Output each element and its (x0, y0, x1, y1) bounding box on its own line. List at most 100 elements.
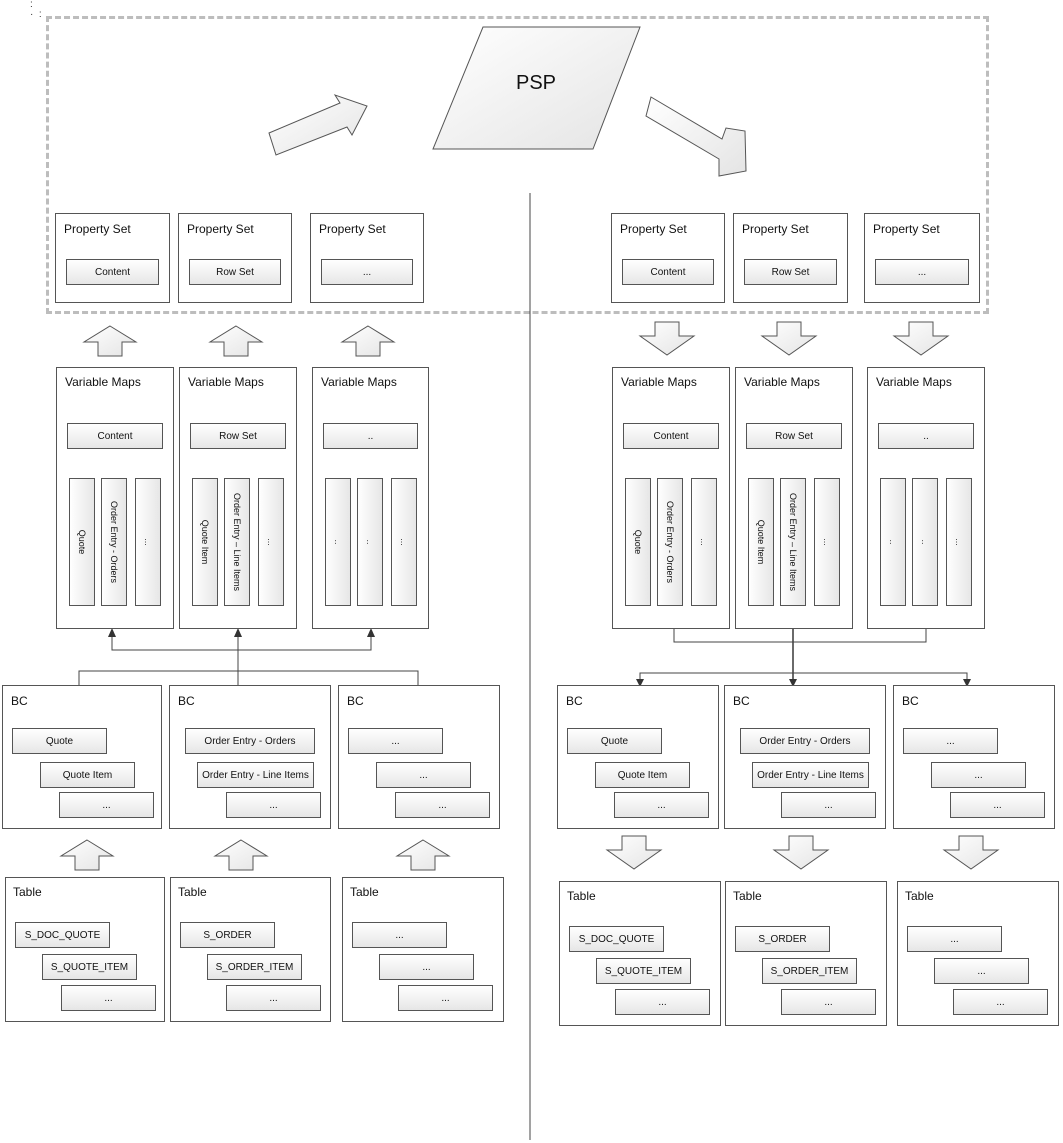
variable-maps-title: Variable Maps (65, 375, 141, 389)
table-title: Table (13, 885, 42, 899)
variable-map-field-label: Order Entry – Line Items (232, 492, 242, 592)
property-set-title: Property Set (873, 222, 940, 236)
arrowhead (636, 679, 644, 687)
table-item: S_ORDER_ITEM (762, 958, 857, 984)
bc-item: ... (903, 728, 998, 754)
variable-map-field-label: Order Entry - Orders (665, 500, 675, 584)
variable-map-field-label: ... (699, 538, 709, 546)
up-arrow-icon (340, 325, 396, 357)
table-title: Table (567, 889, 596, 903)
down-arrow-icon (638, 321, 696, 356)
arrowhead (108, 628, 116, 637)
diagonal-arrow-out-icon (645, 96, 747, 177)
bc-item: ... (348, 728, 443, 754)
bc-distributor-line (639, 672, 968, 680)
bc-item: ... (376, 762, 471, 788)
variable-maps-title: Variable Maps (321, 375, 397, 389)
variable-map-field-label: ... (143, 538, 153, 546)
bc-title: BC (566, 694, 583, 708)
variable-map-header: .. (878, 423, 974, 449)
variable-map-field-label: .. (365, 539, 375, 545)
variable-map-field: ... (691, 478, 717, 606)
vm-distributor-line (111, 634, 372, 651)
bc-item: Order Entry - Line Items (752, 762, 869, 788)
table-item: S_ORDER_ITEM (207, 954, 302, 980)
variable-map-header: Content (67, 423, 163, 449)
bc-title: BC (733, 694, 750, 708)
bc-item: Order Entry - Orders (740, 728, 870, 754)
property-set-item: Row Set (744, 259, 837, 285)
variable-map-header: Row Set (746, 423, 842, 449)
bc-title: BC (178, 694, 195, 708)
variable-map-header: .. (323, 423, 418, 449)
variable-maps-title: Variable Maps (876, 375, 952, 389)
variable-maps-title: Variable Maps (621, 375, 697, 389)
arrowhead (367, 628, 375, 637)
corner-dots: : · : (30, 0, 42, 20)
variable-map-field: Quote Item (192, 478, 218, 606)
table-item: ... (907, 926, 1002, 952)
variable-map-field: .. (912, 478, 938, 606)
bc-item: Quote (12, 728, 107, 754)
variable-map-field: Quote Item (748, 478, 774, 606)
right-property-set-3: Property Set... (864, 213, 980, 303)
variable-map-field-label: Quote Item (756, 519, 766, 565)
bc-item: ... (395, 792, 490, 818)
variable-map-field: Order Entry – Line Items (780, 478, 806, 606)
down-arrow-icon (605, 835, 663, 870)
property-set-title: Property Set (742, 222, 809, 236)
table-item: S_ORDER (735, 926, 830, 952)
variable-map-field: Order Entry – Line Items (224, 478, 250, 606)
variable-map-field-label: .. (888, 539, 898, 545)
table-item: ... (398, 985, 493, 1011)
table-item: S_QUOTE_ITEM (42, 954, 137, 980)
arrowhead (963, 679, 971, 687)
variable-map-field: ... (135, 478, 161, 606)
property-set-title: Property Set (620, 222, 687, 236)
table-title: Table (350, 885, 379, 899)
property-set-item: Content (66, 259, 159, 285)
table-item: ... (379, 954, 474, 980)
right-bc-3: BC......... (893, 685, 1055, 829)
up-arrow-icon (208, 325, 264, 357)
table-item: ... (352, 922, 447, 948)
variable-map-field-label: Quote Item (200, 519, 210, 565)
down-arrow-icon (760, 321, 818, 356)
variable-map-field-label: ... (266, 538, 276, 546)
table-item: ... (61, 985, 156, 1011)
property-set-item: ... (875, 259, 969, 285)
arrowhead (789, 679, 797, 687)
bc-item: Quote Item (40, 762, 135, 788)
down-arrow-icon (772, 835, 830, 870)
table-item: ... (953, 989, 1048, 1015)
table-item: S_DOC_QUOTE (15, 922, 110, 948)
left-bc-3: BC......... (338, 685, 500, 829)
variable-map-field: ... (258, 478, 284, 606)
psp-shape (432, 26, 641, 150)
variable-map-header: Row Set (190, 423, 286, 449)
table-title: Table (905, 889, 934, 903)
property-set-item: ... (321, 259, 413, 285)
variable-map-field: Quote (69, 478, 95, 606)
variable-map-field: Quote (625, 478, 651, 606)
variable-map-field: Order Entry - Orders (101, 478, 127, 606)
bc-collector-line (78, 670, 419, 685)
right-table-3: Table......... (897, 881, 1059, 1026)
variable-map-field: ... (391, 478, 417, 606)
left-property-set-3: Property Set... (310, 213, 424, 303)
variable-map-field: ... (946, 478, 972, 606)
arrowhead (234, 628, 242, 637)
table-title: Table (178, 885, 207, 899)
variable-map-field-label: ... (399, 538, 409, 546)
